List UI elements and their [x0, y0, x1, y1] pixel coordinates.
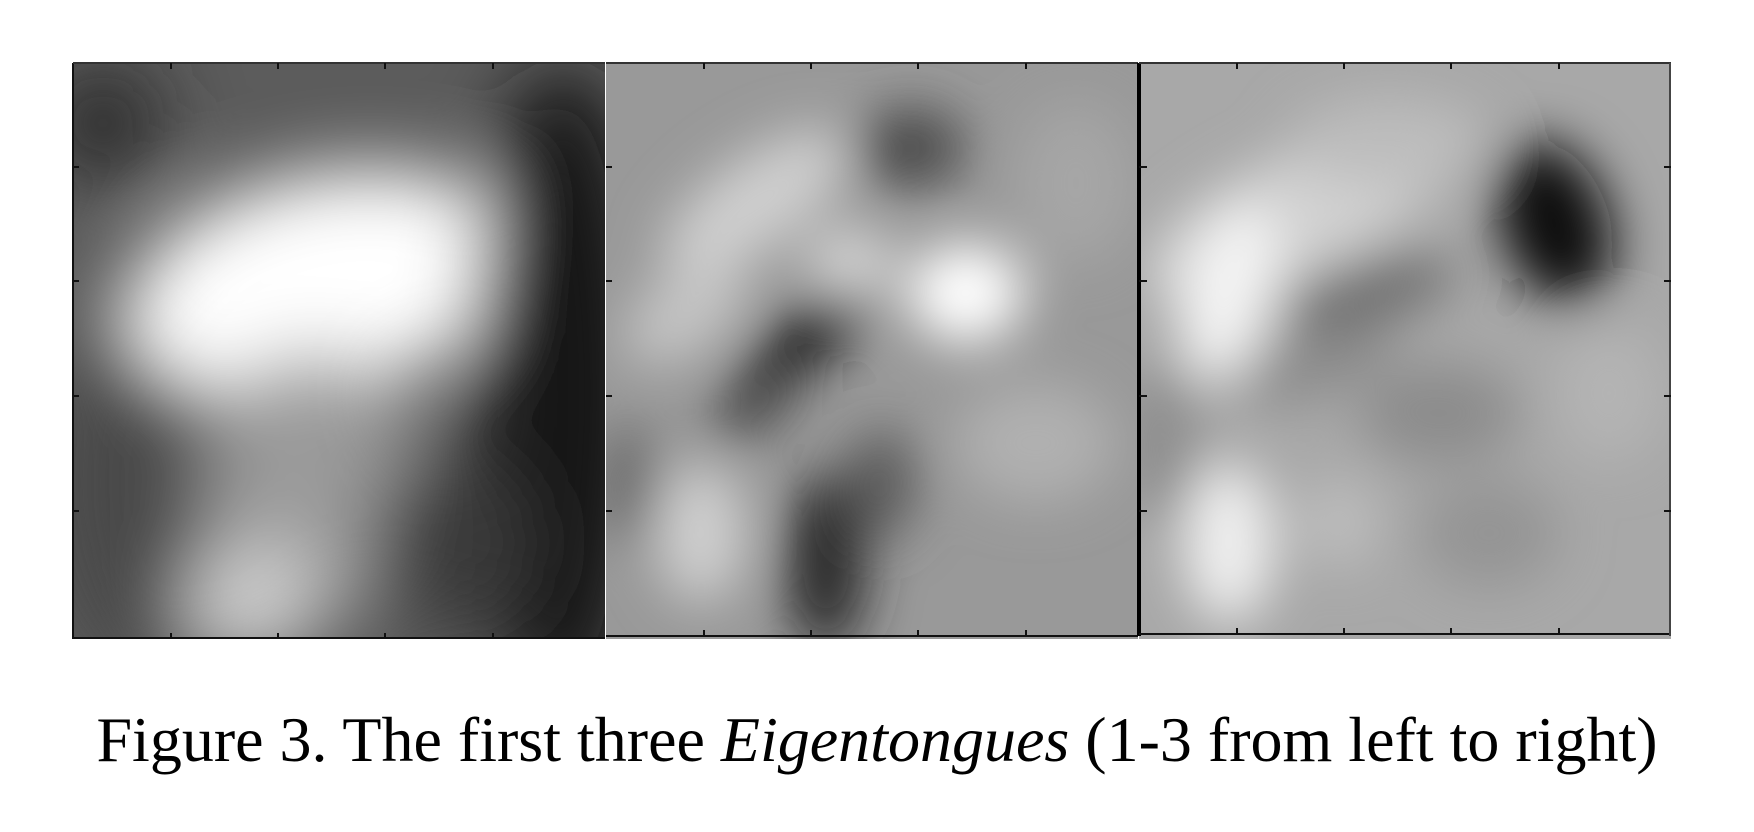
caption-prefix: Figure 3. The first three: [96, 704, 721, 775]
figure-caption: Figure 3. The first three Eigentongues (…: [0, 708, 1754, 772]
eigentongue-2-image: [606, 62, 1138, 639]
caption-suffix: (1-3 from left to right): [1069, 704, 1658, 775]
panel-1-ticks: [72, 62, 605, 639]
panel-3-ticks: [1137, 62, 1671, 636]
eigentongue-3-image: [1137, 62, 1671, 639]
eigentongue-figure: [72, 62, 1671, 639]
panel-2-ticks: [606, 62, 1138, 637]
caption-emphasis: Eigentongues: [720, 704, 1070, 775]
eigentongue-1-image: [72, 62, 605, 639]
